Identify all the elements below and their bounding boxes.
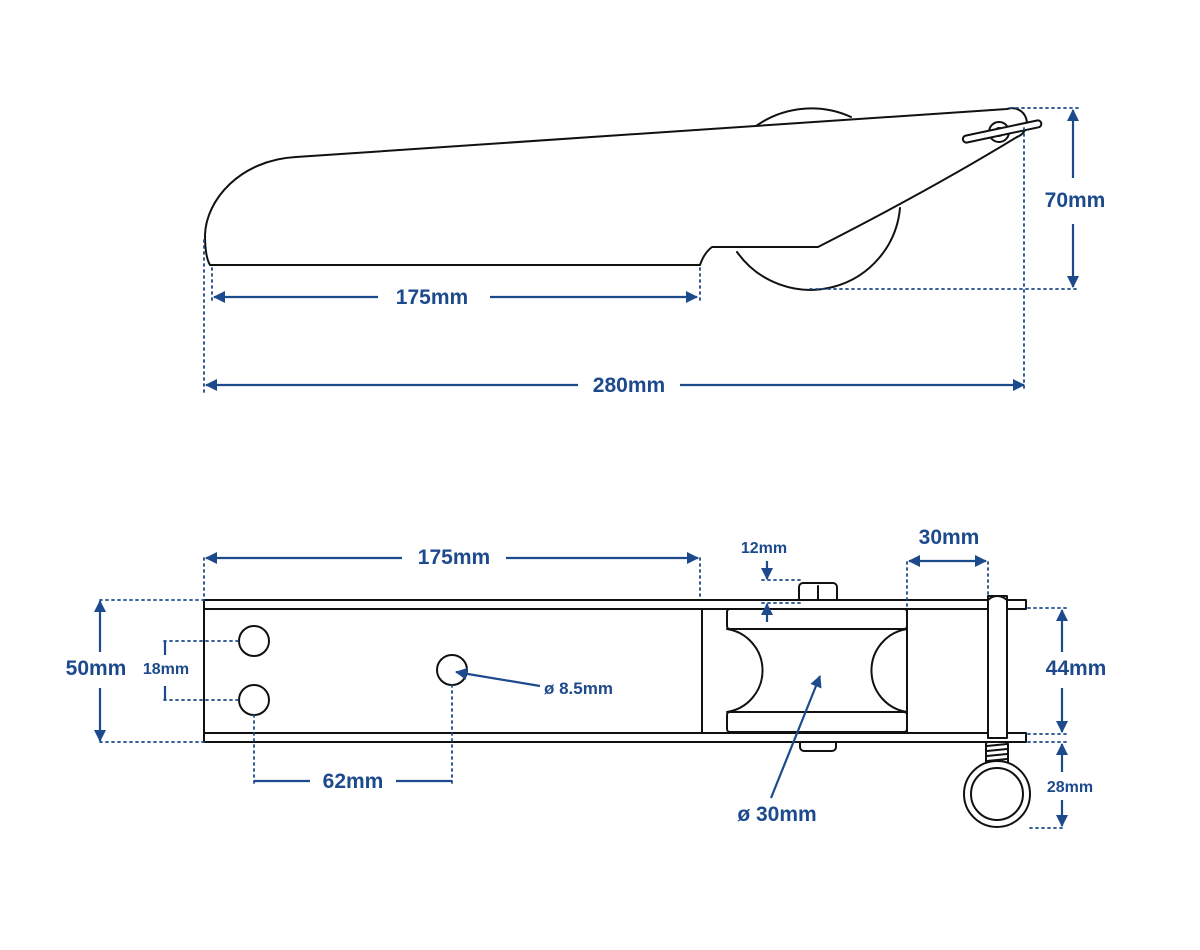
label-roller-diameter: ø 30mm xyxy=(737,803,816,826)
label-top-50: 50mm xyxy=(66,657,127,680)
side-view xyxy=(204,107,1043,291)
top-view xyxy=(203,582,1031,828)
side-roller-wheel xyxy=(736,107,901,291)
mounting-hole-2 xyxy=(238,684,270,716)
locking-pin xyxy=(987,595,1008,739)
label-side-70: 70mm xyxy=(1045,189,1106,212)
leader-hole-diameter xyxy=(455,667,541,688)
label-top-44: 44mm xyxy=(1046,657,1107,680)
leader-roller-diameter xyxy=(769,675,822,799)
bottom-rail xyxy=(203,732,1027,743)
label-top-175: 175mm xyxy=(418,546,490,569)
side-body-outline xyxy=(204,107,1028,266)
label-top-28: 28mm xyxy=(1047,779,1093,796)
side-pin xyxy=(961,119,1043,144)
pull-ring xyxy=(963,760,1031,828)
top-rail xyxy=(203,599,1027,610)
roller xyxy=(726,628,908,713)
label-top-30: 30mm xyxy=(919,526,980,549)
dimensions xyxy=(94,107,1081,829)
label-side-280: 280mm xyxy=(593,374,665,397)
label-top-18: 18mm xyxy=(143,661,189,678)
label-side-175: 175mm xyxy=(396,286,468,309)
labels: 175mm 280mm 70mm 175mm 50mm 18mm 62mm ø … xyxy=(66,189,1107,826)
mounting-hole-1 xyxy=(238,625,270,657)
label-hole-diameter: ø 8.5mm xyxy=(544,679,613,698)
label-top-62: 62mm xyxy=(323,770,384,793)
mounting-hole-3 xyxy=(436,654,468,686)
label-top-12: 12mm xyxy=(741,540,787,557)
